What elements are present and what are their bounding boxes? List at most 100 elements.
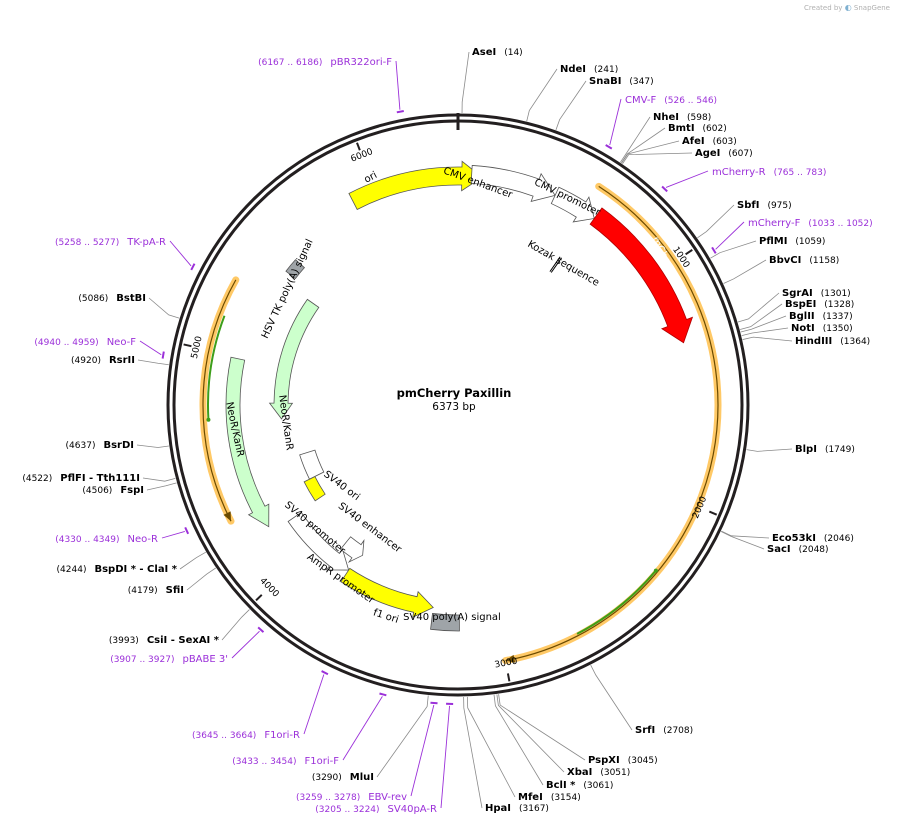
site-bstbi-leader (148, 297, 180, 319)
primer-pbabe-3: (3907 .. 3927)pBABE 3' (110, 654, 228, 665)
feature-label-neor-kanr: NeoR/KanR (276, 394, 295, 451)
site-bglii-leader (740, 315, 787, 333)
feature-neor-kanr (268, 298, 320, 420)
site-asei-leader (461, 51, 470, 114)
site-csii-sexai: (3993)CsiI - SexAI * (109, 635, 220, 646)
primer-mcherry-r-leader (665, 170, 709, 188)
primer-pbr322ori-f: (6167 .. 6186)pBR322ori-F (258, 57, 392, 68)
primer-cmv-f-leader (609, 98, 622, 146)
feature-sv40-enhancer (299, 449, 325, 480)
site-afei-leader (621, 140, 680, 164)
feature-label-neor-kanr: NeoR/KanR (223, 401, 245, 458)
primer-neo-r: (4330 .. 4349)Neo-R (55, 534, 158, 545)
site-pflmi-leader (710, 240, 757, 259)
primer-cmv-f: CMV-F(526 .. 546) (625, 95, 717, 106)
tick-label: 3000 (494, 657, 519, 671)
feature-kozak-sequence (549, 256, 561, 272)
site-rsrii: (4920)RsrII (71, 355, 135, 366)
site-fspi: (4506)FspI (82, 485, 144, 496)
site-agei-leader (622, 152, 693, 164)
primer-neo-f-mark (161, 351, 165, 359)
site-sfii-leader (186, 567, 216, 591)
brand-app-name: SnapGene (853, 4, 890, 12)
site-bspdi-clai-leader (179, 551, 206, 570)
site-eco53ki-leader (721, 530, 770, 539)
primer-pbabe-3-mark (257, 626, 265, 633)
site-pflmi: PflMI(1059) (759, 236, 825, 247)
cds-line (576, 569, 657, 635)
site-hindiii: HindIII(1364) (795, 336, 870, 347)
primer-pbabe-3-leader (231, 630, 260, 659)
tick-label: 2000 (691, 495, 709, 520)
primer-neo-f: (4940 .. 4959)Neo-F (34, 337, 136, 348)
site-pflfi-tth111i: (4522)PflFI - Tth111I (22, 473, 140, 484)
site-saci-leader (720, 531, 765, 550)
site-bspei: BspEI(1328) (785, 299, 854, 310)
feature-ori (348, 160, 483, 211)
primer-sv40pa-r-leader (440, 705, 450, 809)
brand-created-by: Created by (803, 4, 843, 12)
site-layer: AseI(14)NdeI(241)SnaBI(347)NheI(598)BmtI… (22, 47, 870, 814)
orf-arrowhead (223, 511, 231, 522)
site-sgrai-leader (737, 292, 780, 323)
site-mlui: (3290)MluI (312, 772, 374, 783)
site-srfi-leader (590, 664, 633, 731)
cds-end (206, 417, 211, 422)
site-bmti-leader (620, 127, 666, 164)
site-bstbi: (5086)BstBI (78, 293, 146, 304)
site-mlui-leader (376, 695, 429, 778)
cds-end (653, 568, 658, 573)
orf-layer (199, 182, 722, 665)
feature-sv40-poly-a-signal (430, 612, 460, 632)
site-sfii: (4179)SfiI (128, 585, 184, 596)
site-mfei: MfeI(3154) (518, 792, 581, 803)
site-noti-leader (741, 327, 789, 337)
orf-line (505, 185, 719, 662)
feature-cmv-promoter (550, 186, 595, 223)
feature-label-sv40-ori: SV40 ori (321, 469, 361, 503)
cds-line (207, 315, 226, 420)
feature-label-kozak-sequence: Kozak sequence (526, 239, 601, 289)
primer-pbr322ori-f-mark (396, 109, 404, 114)
site-rsrii-leader (137, 359, 169, 366)
plasmid-name: pmCherry Paxillin (397, 386, 512, 400)
site-ndei-leader (526, 68, 558, 122)
feature-hsv-tk-poly-a-signal (285, 259, 306, 280)
site-afei: AfeI(603) (682, 136, 737, 147)
site-pspxi-leader (498, 694, 586, 761)
site-fspi-leader (146, 482, 177, 491)
primer-mcherry-f-leader (715, 221, 745, 250)
site-srfi: SrfI(2708) (635, 725, 693, 736)
feature-mcherry (589, 207, 694, 344)
primer-tk-pa-r-mark (190, 263, 196, 271)
site-eco53ki: Eco53kI(2046) (772, 533, 854, 544)
feature-f1-ori (340, 567, 434, 618)
site-saci: SacI(2048) (767, 544, 829, 555)
orf-arrowhead (505, 654, 516, 663)
primer-ebv-rev: (3259 .. 3278)EBV-rev (296, 792, 407, 803)
site-agei: AgeI(607) (695, 148, 753, 159)
feature-kozak-sequence (550, 257, 563, 273)
site-asei: AseI(14) (472, 47, 523, 58)
site-sgrai: SgrAI(1301) (782, 288, 851, 299)
tick-mark (255, 594, 263, 602)
tick-mark (356, 142, 361, 151)
site-bbvci-leader (723, 259, 767, 284)
plasmid-length: 6373 bp (432, 401, 476, 413)
primer-f1ori-r-leader (303, 674, 325, 735)
site-pspxi: PspXI(3045) (588, 755, 658, 766)
primer-f1ori-f: (3433 .. 3454)F1ori-F (232, 756, 339, 767)
snapgene-brand: Created by ◐ SnapGene (804, 3, 890, 12)
site-xbai-leader (496, 694, 565, 773)
site-bglii: BglII(1337) (789, 311, 853, 322)
feature-neor-kanr (225, 356, 270, 528)
primer-f1ori-f-mark (379, 692, 387, 697)
primer-ebv-rev-mark (430, 701, 438, 705)
primer-sv40pa-r: (3205 .. 3224)SV40pA-R (315, 804, 437, 815)
primer-f1ori-r-mark (321, 670, 329, 676)
feature-ampr-promoter (339, 536, 365, 563)
site-ndei: NdeI(241) (560, 64, 618, 75)
primer-mcherry-f-mark (711, 246, 717, 254)
primer-neo-r-mark (184, 526, 190, 535)
site-bsrdi: (4637)BsrDI (66, 440, 134, 451)
